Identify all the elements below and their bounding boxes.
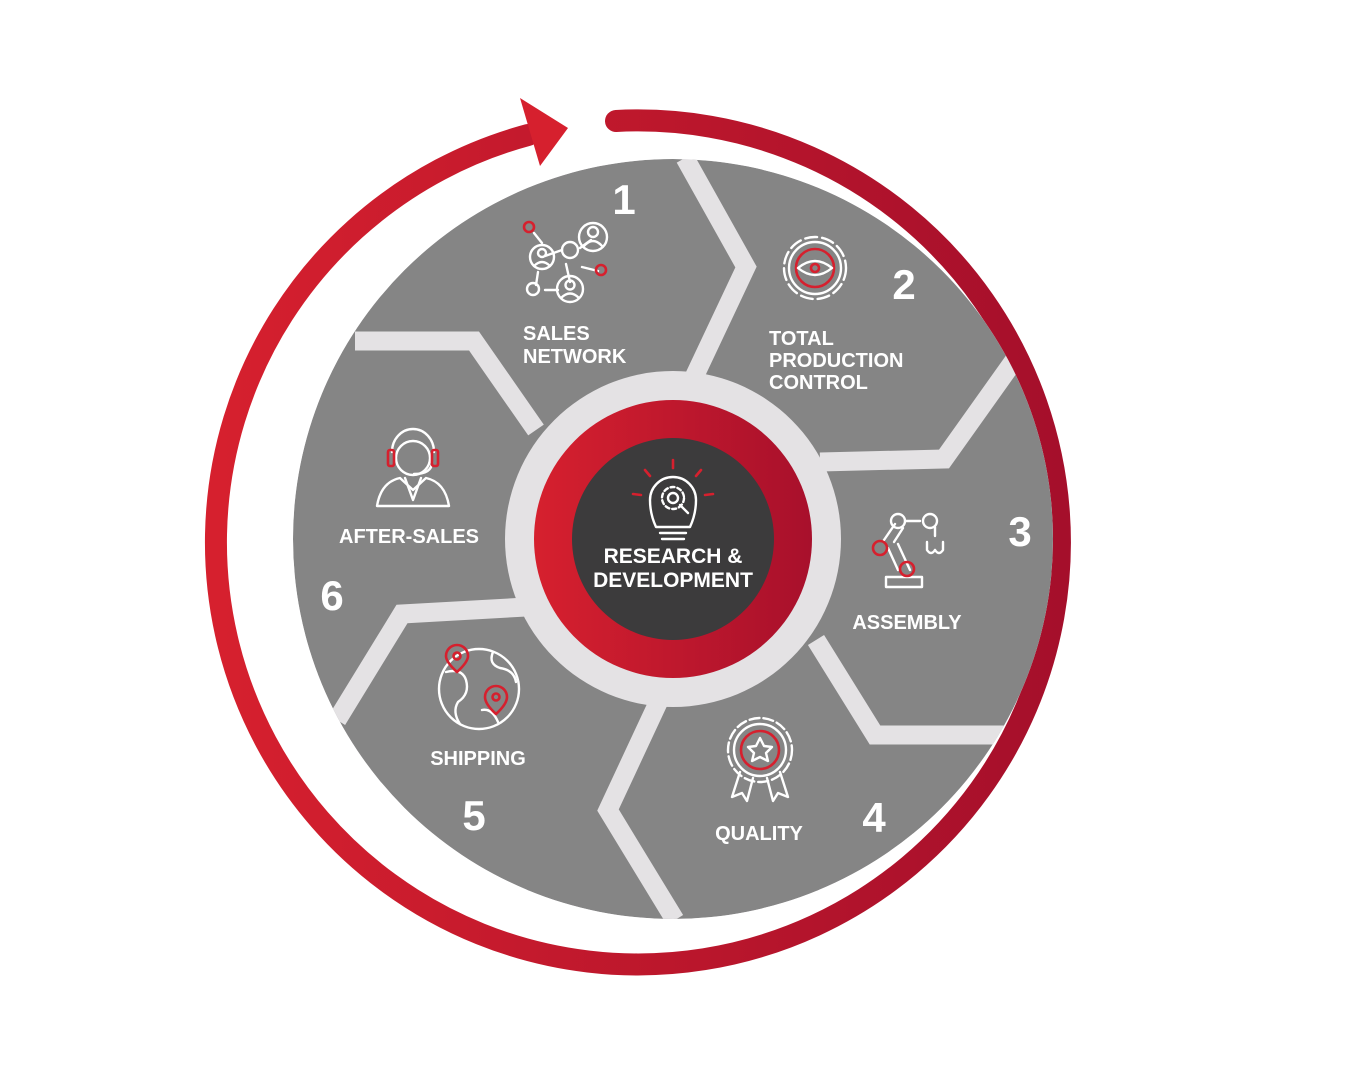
network-people-icon [522,220,609,304]
step-1-label-line2: NETWORK [523,346,627,368]
gear-eye-icon [782,235,848,301]
divider-1-2 [676,159,757,395]
step-2-label-line3: CONTROL [769,372,868,394]
step-5-label: SHIPPING [430,748,526,770]
award-badge-icon [726,716,794,803]
step-1-label-line1: SALES [523,323,590,345]
step-1-sales-network: 1 [522,176,636,368]
divider-5-6 [328,597,527,725]
step-3-assembly: 3 ASSEMBLY [852,508,1031,634]
globe-pins-icon [437,643,521,731]
step-6-label: AFTER-SALES [339,526,479,548]
lightbulb-gear-icon [631,458,715,541]
center-hub: RESEARCH & DEVELOPMENT [534,400,812,678]
step-2-label-line2: PRODUCTION [769,350,903,372]
cycle-ring-arc [204,109,1071,976]
step-1-number: 1 [612,176,635,223]
headset-agent-icon [375,427,451,508]
step-4-label: QUALITY [715,823,803,845]
divider-6-1 [355,331,544,436]
divider-2-3 [819,349,1026,472]
step-3-number: 3 [1008,508,1031,555]
step-2-total-production-control: 2 TOTAL PRODUCTION CONTROL [769,235,916,394]
center-title-line2: DEVELOPMENT [593,569,753,592]
step-2-number: 2 [892,261,915,308]
cycle-arrow-head [520,98,568,166]
step-4-number: 4 [862,794,886,841]
divider-3-4 [807,634,1005,745]
step-2-label-line1: TOTAL [769,328,834,350]
step-3-label: ASSEMBLY [852,612,962,634]
step-5-number: 5 [462,792,485,839]
robot-arm-icon [871,512,945,589]
center-title-line1: RESEARCH & [604,545,743,568]
cycle-arrow-ring [204,98,1071,976]
step-6-after-sales: 6 AFTER-SALES [320,427,479,619]
step-4-quality: 4 QUALITY [715,716,886,845]
step-5-shipping: 5 SHIPPING [430,643,526,839]
step-6-number: 6 [320,572,343,619]
divider-4-5 [597,685,684,919]
